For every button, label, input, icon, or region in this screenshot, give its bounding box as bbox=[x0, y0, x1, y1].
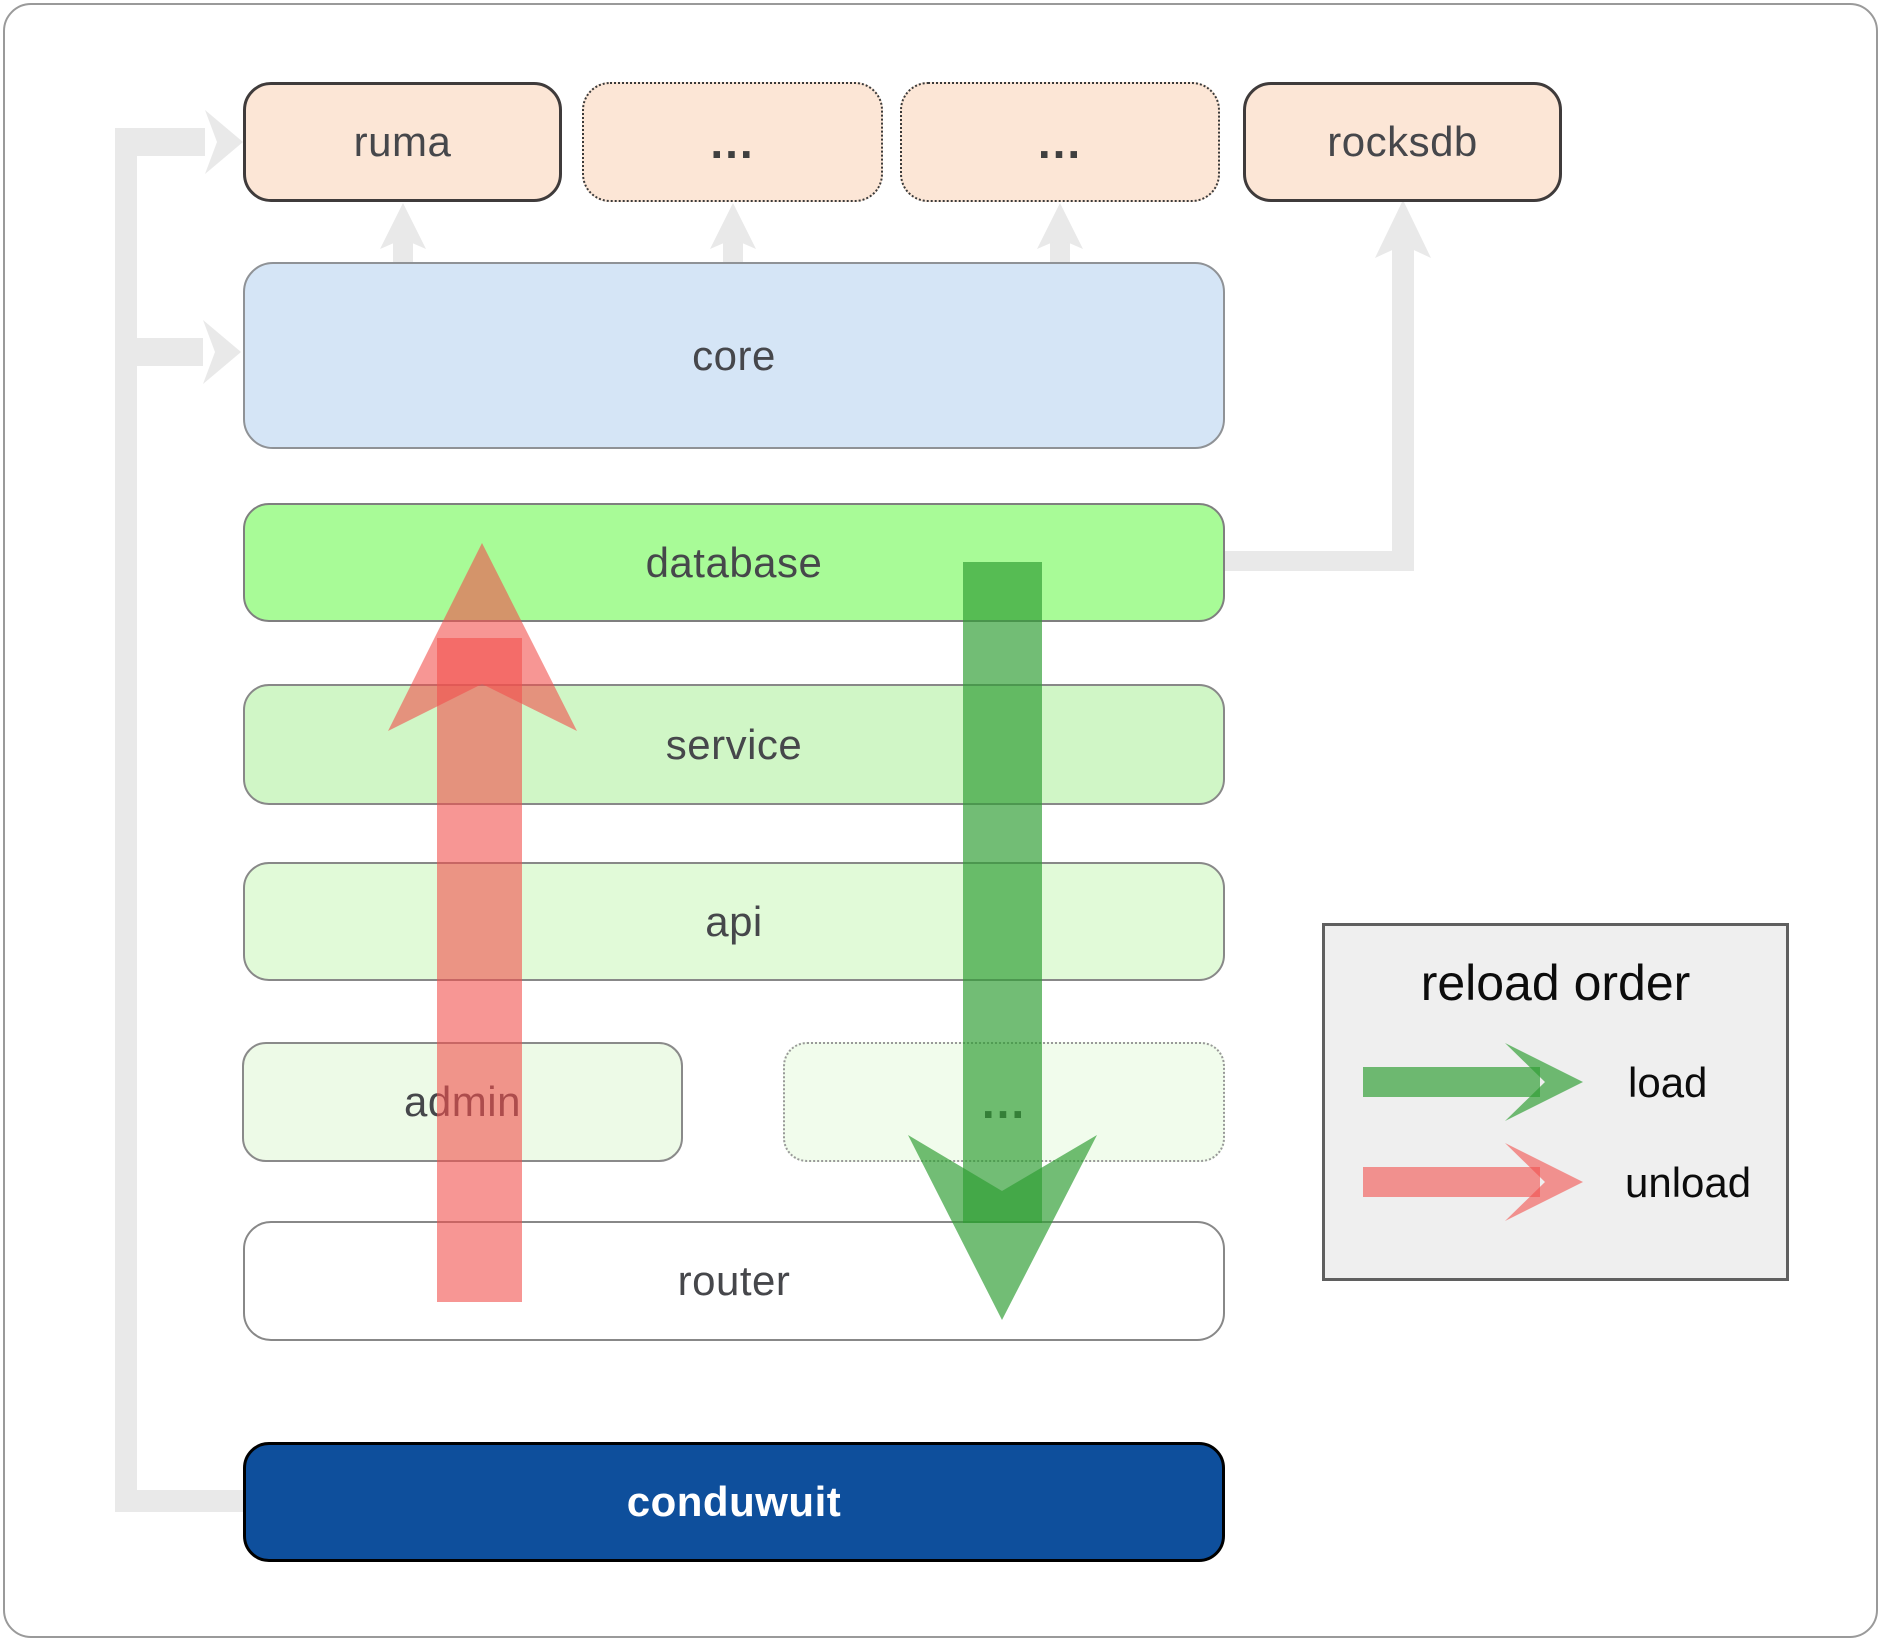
box-rocksdb: rocksdb bbox=[1243, 82, 1562, 202]
box-conduwuit-label: conduwuit bbox=[626, 1478, 842, 1525]
box-admin: admin bbox=[242, 1042, 683, 1162]
box-rocksdb-label: rocksdb bbox=[1327, 118, 1478, 165]
box-api: api bbox=[243, 862, 1225, 981]
box-core: core bbox=[243, 262, 1225, 449]
box-database-label: database bbox=[645, 538, 823, 586]
legend-unload-label: unload bbox=[1625, 1159, 1752, 1206]
legend-title: reload order bbox=[1420, 955, 1691, 1011]
box-ellipsis-2-label: ... bbox=[1037, 116, 1083, 168]
box-router-label: router bbox=[677, 1257, 791, 1304]
box-service: service bbox=[243, 684, 1225, 805]
box-api-label: api bbox=[705, 897, 763, 945]
box-ruma-label: ruma bbox=[353, 118, 452, 165]
box-conduwuit: conduwuit bbox=[243, 1442, 1225, 1562]
legend-load-label: load bbox=[1628, 1059, 1708, 1106]
box-service-label: service bbox=[665, 720, 803, 768]
box-admin-ellipsis-label: ... bbox=[981, 1076, 1027, 1128]
box-ellipsis-1: ... bbox=[582, 82, 883, 202]
outer-frame bbox=[3, 3, 1878, 1638]
box-database: database bbox=[243, 503, 1225, 622]
box-ellipsis-2: ... bbox=[900, 82, 1220, 202]
box-admin-ellipsis: ... bbox=[783, 1042, 1225, 1162]
box-ruma: ruma bbox=[243, 82, 562, 202]
box-ellipsis-1-label: ... bbox=[710, 116, 755, 168]
box-router: router bbox=[243, 1221, 1225, 1341]
box-admin-label: admin bbox=[404, 1078, 521, 1125]
legend-reload-order: reload order load unload bbox=[1322, 923, 1789, 1281]
box-core-label: core bbox=[692, 331, 776, 379]
